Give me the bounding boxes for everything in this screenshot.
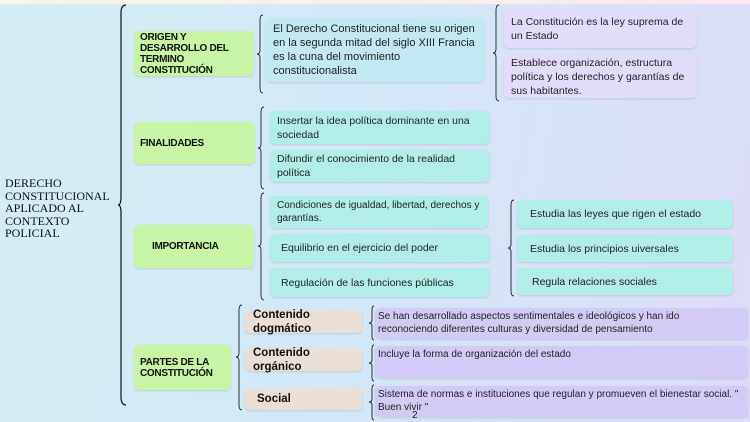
- importancia-detail: Regula relaciones sociales: [517, 268, 733, 295]
- brace-social: [368, 384, 375, 421]
- section-finalidades: FINALIDADES: [134, 122, 255, 164]
- main-title: DERECHO CONSTITUCIONAL APLICADO AL CONTE…: [5, 176, 110, 240]
- brace-organico: [368, 344, 375, 382]
- top-border: [0, 0, 750, 4]
- brace-origen: [256, 14, 264, 94]
- section-importancia: IMPORTANCIA: [134, 225, 254, 268]
- page-number: 2: [412, 410, 418, 421]
- importancia-item: Equilibrio en el ejercicio del poder: [270, 234, 490, 262]
- partes-detail: Sistema de normas e instituciones que re…: [375, 386, 748, 417]
- brace-importancia-details: [507, 199, 515, 297]
- main-brace: [117, 4, 127, 406]
- origen-item: El Derecho Constitucional tiene su orige…: [266, 18, 484, 82]
- partes-detail: Incluye la forma de organización del est…: [375, 346, 748, 378]
- partes-detail: Se han desarrollado aspectos sentimental…: [375, 308, 748, 339]
- brace-importancia: [257, 192, 265, 301]
- section-origen: ORIGEN Y DESARROLLO DEL TERMINO CONSTITU…: [134, 31, 254, 76]
- brace-origen-details: [492, 4, 500, 102]
- partes-item: Contenido orgánico: [245, 347, 362, 373]
- importancia-detail: Estudia las leyes que rigen el estado: [517, 200, 733, 228]
- brace-finalidades: [257, 106, 265, 190]
- importancia-item: Regulación de las funciones públicas: [270, 268, 490, 297]
- finalidades-item: Difundir el conocimiento de la realidad …: [270, 150, 490, 182]
- origen-detail: Establece organización, estructura polít…: [504, 55, 697, 98]
- section-partes: PARTES DE LA CONSTITUCIÓN: [134, 345, 231, 390]
- origen-detail: La Constitución es la ley suprema de un …: [504, 10, 697, 48]
- partes-item: Social: [245, 388, 362, 410]
- importancia-item: Condiciones de igualdad, libertad, derec…: [270, 196, 488, 228]
- partes-item: Contenido dogmático: [245, 309, 362, 335]
- importancia-detail: Estudia los principios uiversales: [517, 235, 733, 262]
- finalidades-item: Insertar la idea política dominante en u…: [270, 111, 490, 144]
- brace-partes: [235, 304, 243, 411]
- brace-dogmatico: [368, 305, 375, 341]
